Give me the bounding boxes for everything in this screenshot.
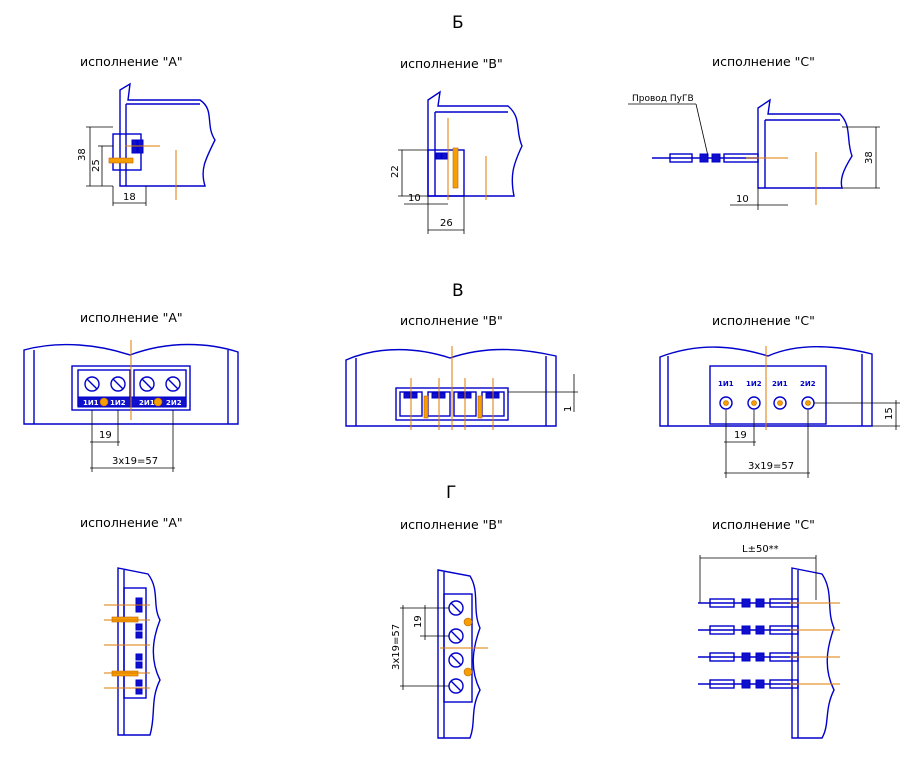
wire-label: Провод ПуГВ bbox=[632, 94, 694, 104]
version-label-row3-b: исполнение "В" bbox=[400, 517, 503, 532]
view-g-version-c: L±50** bbox=[698, 544, 840, 739]
terminal-1i2-c: 1И2 bbox=[746, 380, 762, 388]
section-title-b: Б bbox=[452, 13, 464, 33]
version-label-row2-c: исполнение "С" bbox=[712, 313, 815, 328]
dim-g-b-3x19: 3х19=57 bbox=[391, 624, 402, 670]
view-b-version-a: 38 25 18 bbox=[77, 82, 216, 206]
dim-v-a-19: 19 bbox=[99, 430, 112, 441]
version-label-row2-a: исполнение "А" bbox=[80, 310, 183, 325]
section-title-g: Г bbox=[446, 483, 456, 503]
terminal-2i1-a: 2И1 bbox=[139, 399, 155, 407]
dim-b-c-38: 38 bbox=[864, 151, 875, 164]
dim-b-a-25: 25 bbox=[91, 159, 102, 172]
row3-c-wires bbox=[698, 598, 799, 689]
row2-a-screws bbox=[84, 376, 181, 392]
dim-v-c-15: 15 bbox=[884, 407, 895, 420]
dim-v-a-3x19: 3х19=57 bbox=[112, 456, 158, 467]
version-label-row3-c: исполнение "С" bbox=[712, 517, 815, 532]
version-label-row2-b: исполнение "В" bbox=[400, 313, 503, 328]
section-title-v: В bbox=[452, 281, 464, 301]
dim-b-c-10: 10 bbox=[736, 194, 749, 205]
row3-a-terminals bbox=[135, 597, 143, 695]
row2-c-posts bbox=[719, 396, 815, 410]
terminal-2i1-c: 2И1 bbox=[772, 380, 788, 388]
version-label-row1-c: исполнение "С" bbox=[712, 54, 815, 69]
dim-v-c-3x19: 3х19=57 bbox=[748, 461, 794, 472]
terminal-2i2-c: 2И2 bbox=[800, 380, 816, 388]
terminal-1i1-a: 1И1 bbox=[83, 399, 99, 407]
dim-b-b-10: 10 bbox=[408, 193, 421, 204]
dim-b-b-26: 26 bbox=[440, 218, 453, 229]
dim-v-c-19: 19 bbox=[734, 430, 747, 441]
dim-b-b-22: 22 bbox=[390, 165, 401, 178]
version-label-row1-b: исполнение "В" bbox=[400, 56, 503, 71]
terminal-2i2-a: 2И2 bbox=[166, 399, 182, 407]
dim-b-a-18: 18 bbox=[123, 192, 136, 203]
dim-g-b-19: 19 bbox=[413, 615, 424, 628]
version-label-row3-a: исполнение "А" bbox=[80, 515, 183, 530]
view-g-version-b: 19 3х19=57 bbox=[391, 569, 488, 739]
terminal-1i2-a: 1И2 bbox=[110, 399, 126, 407]
view-b-version-b: 22 10 26 bbox=[390, 90, 523, 234]
view-g-version-a bbox=[104, 567, 161, 736]
row3-b-screws bbox=[448, 600, 464, 694]
dim-g-c-L: L±50** bbox=[742, 544, 779, 555]
terminal-1i1-c: 1И1 bbox=[718, 380, 734, 388]
view-v-version-b: 1 bbox=[345, 346, 578, 430]
dim-b-a-38: 38 bbox=[77, 148, 88, 161]
view-b-version-c: Провод ПуГВ 10 38 bbox=[628, 94, 880, 210]
view-v-version-c: 1И1 1И2 2И1 2И2 19 3х19=57 15 bbox=[659, 346, 900, 478]
dim-v-b-1: 1 bbox=[563, 406, 574, 412]
view-v-version-a: 1И1 1И2 2И1 2И2 19 3х19=57 bbox=[23, 340, 239, 472]
version-label-row1-a: исполнение "А" bbox=[80, 54, 183, 69]
